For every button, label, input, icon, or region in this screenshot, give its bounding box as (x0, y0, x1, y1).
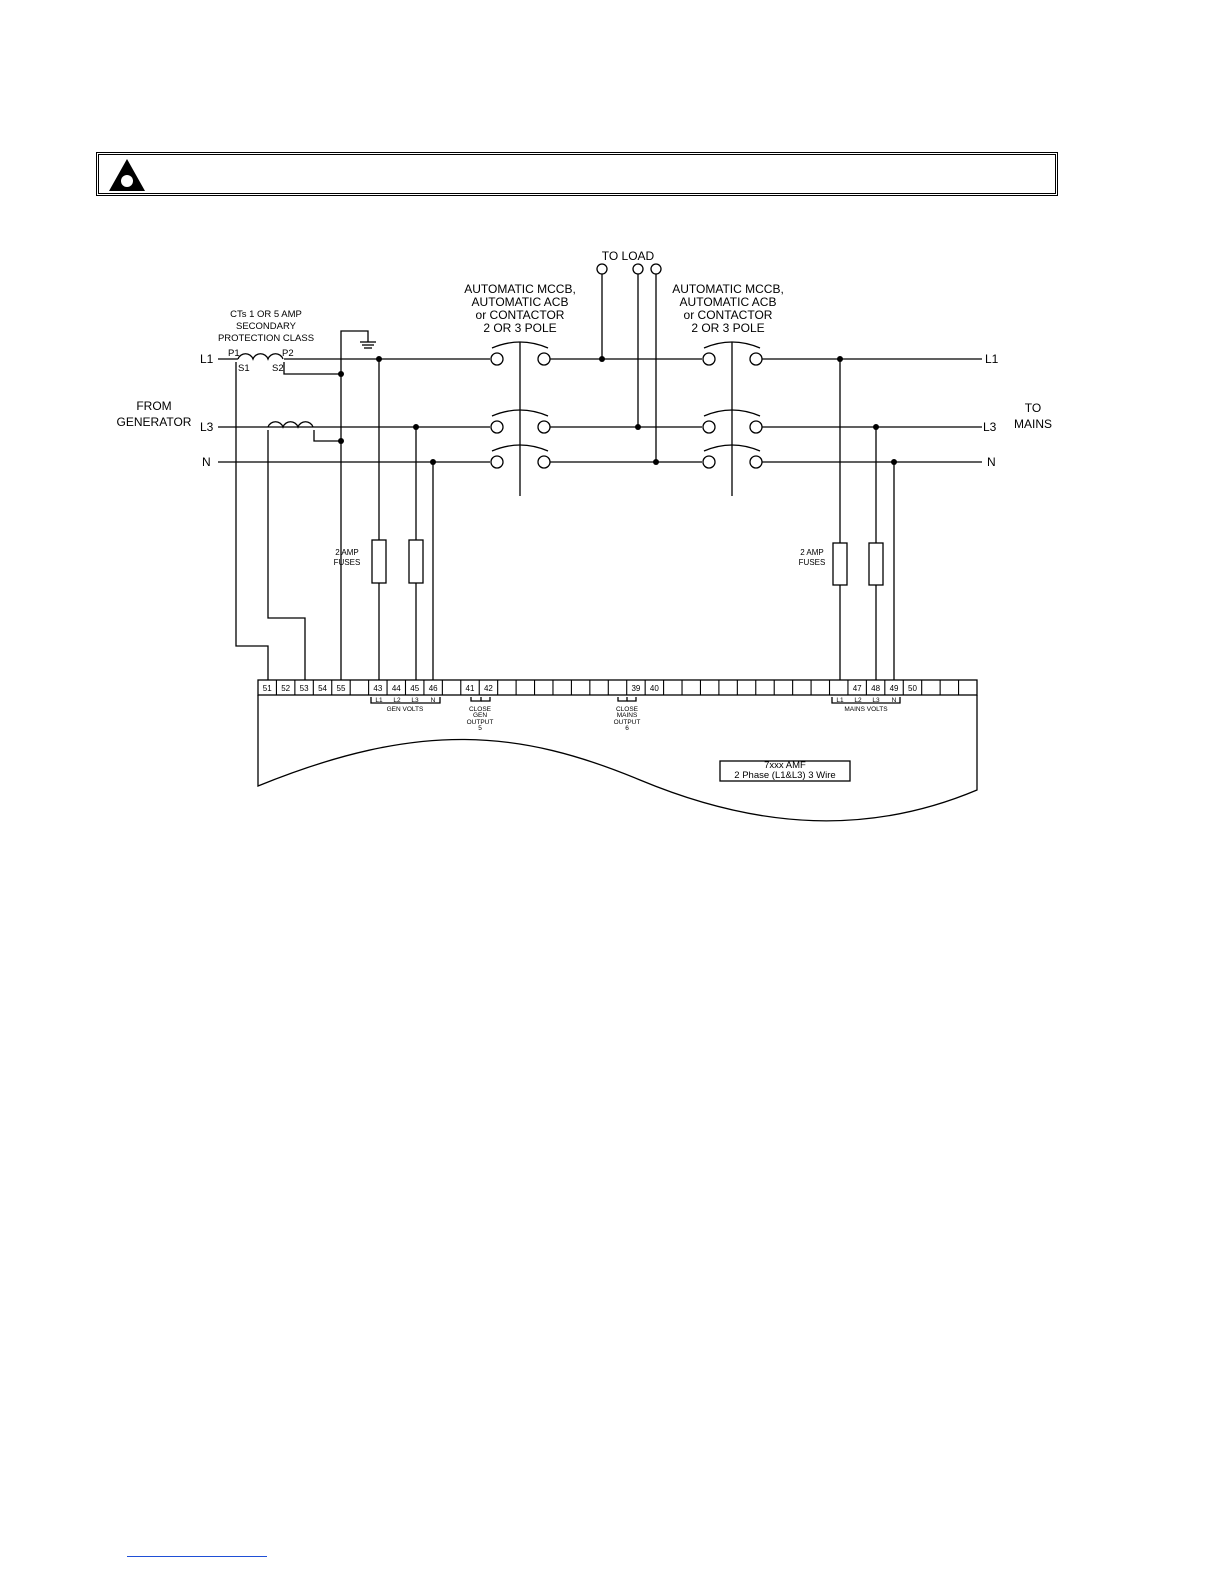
svg-text:L1: L1 (836, 697, 844, 704)
svg-text:L2: L2 (393, 697, 401, 704)
svg-text:2 OR 3 POLE: 2 OR 3 POLE (691, 321, 764, 335)
svg-text:L2: L2 (854, 697, 862, 704)
svg-text:TO: TO (1025, 401, 1041, 415)
breaker-2-label: AUTOMATIC MCCB, AUTOMATIC ACB or CONTACT… (672, 282, 784, 335)
svg-text:L3: L3 (872, 697, 880, 704)
svg-text:L3: L3 (983, 420, 997, 434)
svg-text:FUSES: FUSES (799, 558, 826, 567)
terminal-55: 55 (337, 684, 346, 693)
terminal-53: 53 (300, 684, 309, 693)
mains-volts-phases: L1 L2 L3 N MAINS VOLTS (836, 697, 896, 713)
svg-text:OUTPUT: OUTPUT (467, 719, 494, 726)
terminal-42: 42 (484, 684, 493, 693)
svg-text:OUTPUT: OUTPUT (614, 719, 641, 726)
gen-fuses-label: 2 AMP FUSES (334, 548, 361, 567)
svg-text:6: 6 (625, 725, 629, 732)
svg-text:CLOSE: CLOSE (616, 706, 639, 713)
svg-text:2 AMP: 2 AMP (800, 548, 824, 557)
terminal-39: 39 (631, 684, 640, 693)
terminal-40: 40 (650, 684, 659, 693)
svg-text:2 OR 3 POLE: 2 OR 3 POLE (483, 321, 556, 335)
svg-text:S2: S2 (272, 363, 284, 374)
svg-text:L1: L1 (985, 352, 999, 366)
svg-text:FROM: FROM (136, 399, 171, 413)
svg-text:AUTOMATIC ACB: AUTOMATIC ACB (680, 295, 777, 309)
terminal-41: 41 (466, 684, 475, 693)
ct-label: CTs 1 OR 5 AMP SECONDARY PROTECTION CLAS… (218, 309, 314, 344)
ct-terminal-labels: P1 P2 S1 S2 (228, 348, 294, 374)
output-5-label: CLOSE GEN OUTPUT 5 (467, 706, 494, 732)
svg-text:or CONTACTOR: or CONTACTOR (476, 308, 565, 322)
svg-text:AUTOMATIC ACB: AUTOMATIC ACB (472, 295, 569, 309)
gen-volts-phases: L1 L2 L3 N GEN VOLTS (375, 697, 435, 713)
output-6-label: CLOSE MAINS OUTPUT 6 (614, 706, 641, 732)
terminal-43: 43 (373, 684, 382, 693)
terminal-46: 46 (429, 684, 438, 693)
svg-text:7xxx AMF: 7xxx AMF (764, 760, 806, 771)
model-label: 7xxx AMF 2 Phase (L1&L3) 3 Wire (734, 760, 835, 781)
svg-text:PROTECTION CLASS: PROTECTION CLASS (218, 333, 314, 344)
source-label: FROM GENERATOR (117, 399, 192, 429)
svg-text:L3: L3 (200, 420, 214, 434)
svg-text:5: 5 (478, 725, 482, 732)
terminal-50: 50 (908, 684, 917, 693)
svg-text:2 Phase (L1&L3) 3 Wire: 2 Phase (L1&L3) 3 Wire (734, 770, 835, 781)
line-labels-left: L1 L3 N (200, 352, 214, 469)
warning-box (96, 152, 1058, 196)
breaker-1-label: AUTOMATIC MCCB, AUTOMATIC ACB or CONTACT… (464, 282, 576, 335)
svg-text:SECONDARY: SECONDARY (236, 321, 297, 332)
svg-text:MAINS: MAINS (1014, 417, 1052, 431)
svg-text:AUTOMATIC MCCB,: AUTOMATIC MCCB, (672, 282, 784, 296)
warning-triangle-icon (109, 159, 145, 191)
svg-text:CTs 1 OR 5 AMP: CTs 1 OR 5 AMP (230, 309, 302, 320)
destination-label: TO MAINS (1014, 401, 1052, 431)
svg-text:L1: L1 (375, 697, 383, 704)
svg-text:GEN VOLTS: GEN VOLTS (387, 706, 424, 713)
terminal-49: 49 (890, 684, 899, 693)
line-labels-right: L1 L3 N (983, 352, 999, 469)
terminal-45: 45 (410, 684, 419, 693)
terminal-48: 48 (871, 684, 880, 693)
svg-text:GEN: GEN (473, 712, 487, 719)
svg-text:N: N (892, 697, 897, 704)
svg-text:P1: P1 (228, 348, 240, 359)
svg-text:FUSES: FUSES (334, 558, 361, 567)
mains-fuses-label: 2 AMP FUSES (799, 548, 826, 567)
svg-text:L1: L1 (200, 352, 214, 366)
to-load-label: TO LOAD (602, 249, 655, 263)
svg-text:CLOSE: CLOSE (469, 706, 492, 713)
terminal-54: 54 (318, 684, 327, 693)
svg-text:N: N (202, 455, 211, 469)
svg-text:P2: P2 (282, 348, 294, 359)
svg-text:N: N (431, 697, 436, 704)
svg-text:N: N (987, 455, 996, 469)
terminal-52: 52 (281, 684, 290, 693)
terminal-51: 51 (263, 684, 272, 693)
terminal-47: 47 (853, 684, 862, 693)
svg-text:or CONTACTOR: or CONTACTOR (684, 308, 773, 322)
terminal-44: 44 (392, 684, 401, 693)
svg-text:MAINS VOLTS: MAINS VOLTS (844, 706, 888, 713)
svg-text:L3: L3 (411, 697, 419, 704)
svg-text:GENERATOR: GENERATOR (117, 415, 192, 429)
svg-text:AUTOMATIC MCCB,: AUTOMATIC MCCB, (464, 282, 576, 296)
footer-link-underline[interactable] (127, 1556, 267, 1557)
svg-text:S1: S1 (238, 363, 250, 374)
svg-text:2 AMP: 2 AMP (335, 548, 359, 557)
svg-text:MAINS: MAINS (617, 712, 638, 719)
